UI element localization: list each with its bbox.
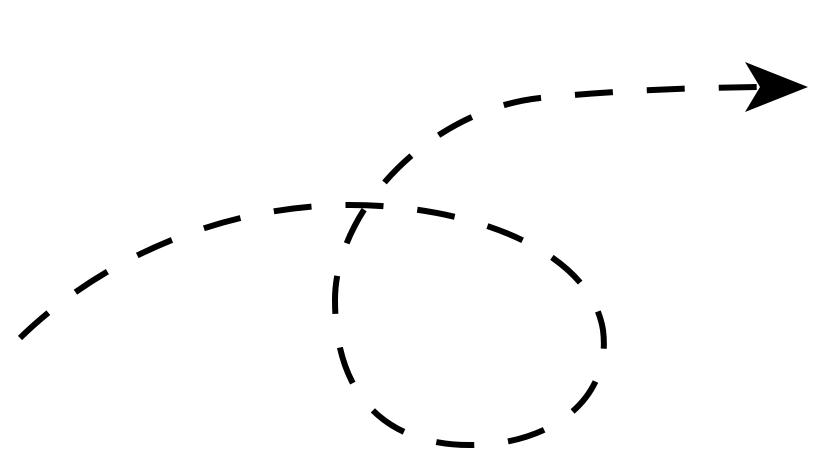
dashed-loop-path	[17, 84, 761, 448]
arrowhead-right-icon	[745, 62, 808, 112]
